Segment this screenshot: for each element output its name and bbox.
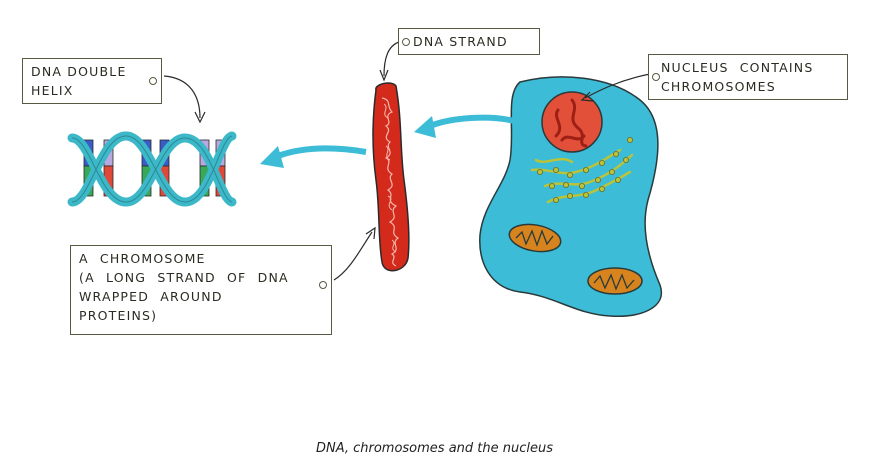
label-chromosome: A CHROMOSOME (A LONG STRAND OF DNA WRAPP…: [70, 245, 332, 335]
nucleus: [541, 91, 603, 153]
leader-lines: [163, 41, 651, 281]
dna-double-helix: [67, 131, 237, 207]
arrow-cell-to-chromosome: [414, 114, 519, 138]
endoplasmic-reticulum: [530, 136, 634, 204]
label-dna-strand: DNA STRAND: [398, 28, 540, 55]
label-dna-double-helix: DNA DOUBLE HELIX: [22, 58, 162, 104]
mitochondrion: [587, 267, 643, 295]
cell: [479, 76, 663, 317]
figure-caption: DNA, chromosomes and the nucleus: [315, 441, 554, 456]
chromosome: [372, 82, 410, 272]
mitochondrion: [508, 223, 562, 253]
label-nucleus: NUCLEUS CONTAINS CHROMOSOMES: [648, 54, 848, 100]
arrow-chromosome-to-helix: [260, 145, 367, 168]
